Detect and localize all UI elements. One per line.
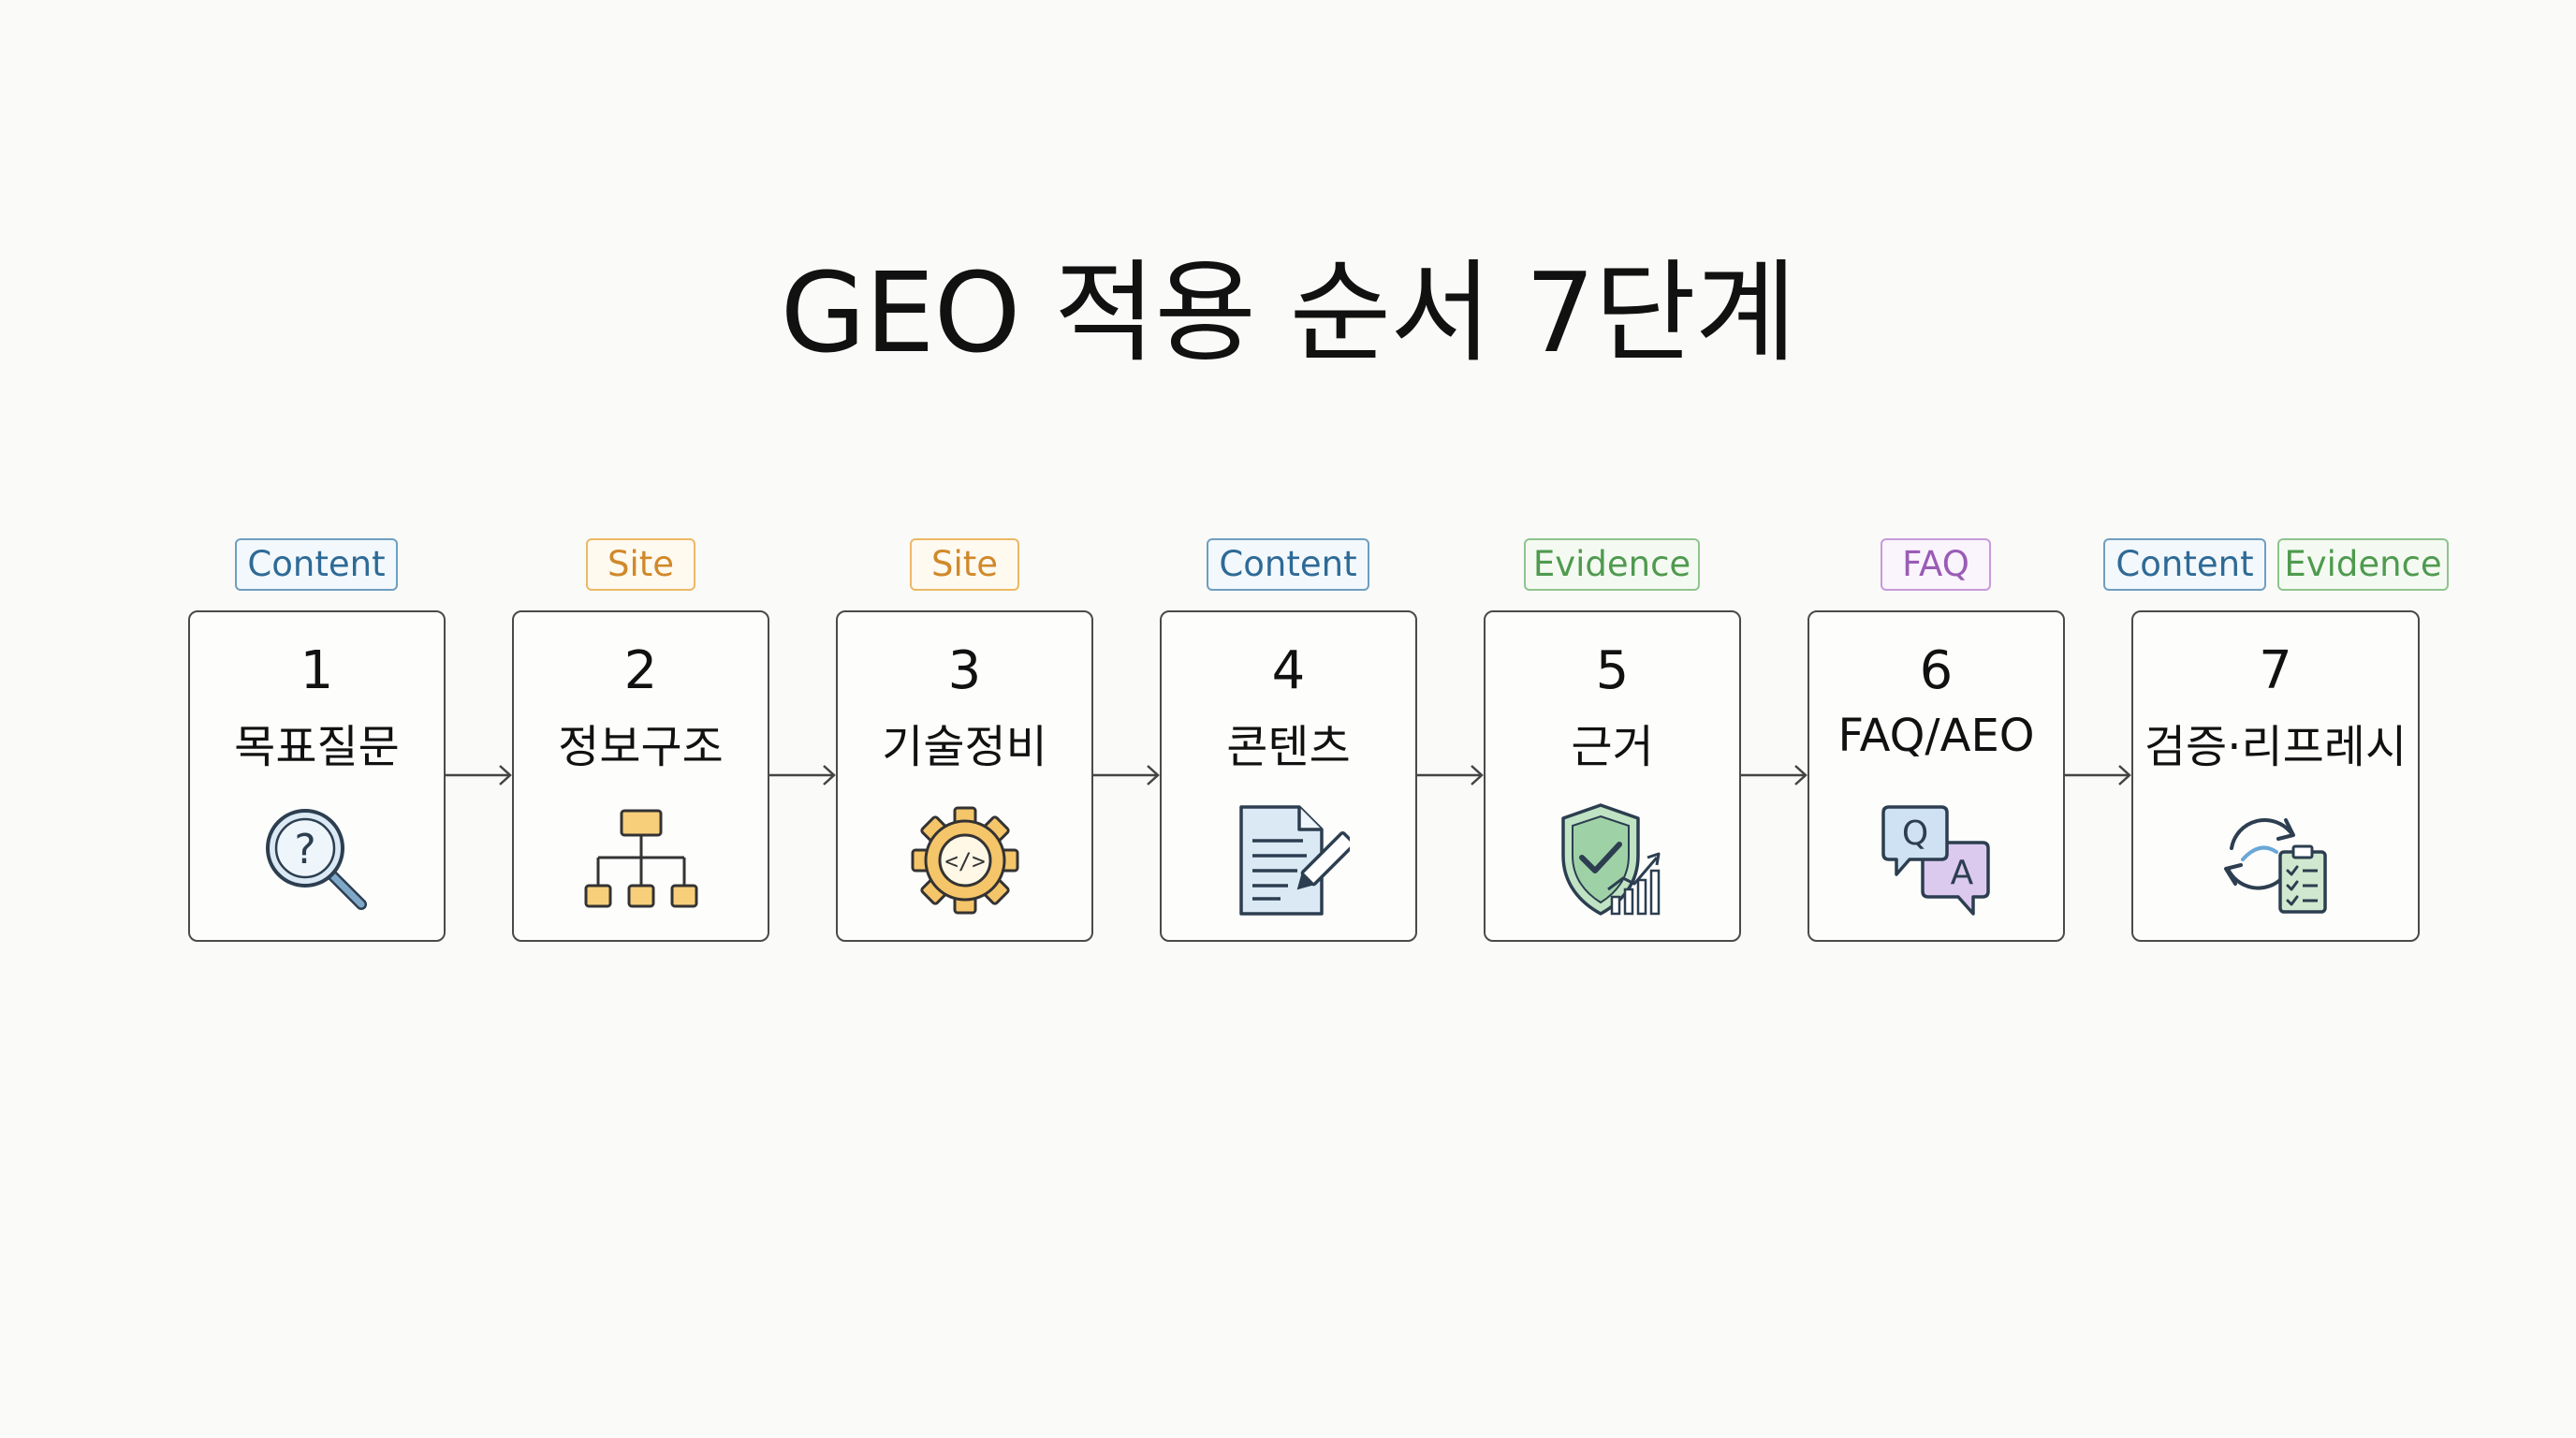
tag-site: Site — [910, 538, 1019, 591]
arrow-right-icon — [1417, 758, 1485, 792]
tag-content: Content — [1207, 538, 1369, 591]
step-card-1: 1 목표질문 ? — [188, 610, 446, 942]
code-text: </> — [944, 848, 985, 874]
a-letter-text: A — [1950, 854, 1973, 892]
arrow-right-icon — [1093, 758, 1161, 792]
step-label: 콘텐츠 — [1226, 721, 1351, 773]
arrow-right-icon — [2065, 758, 2132, 792]
step-label: 정보구조 — [558, 721, 724, 773]
shield-chart-icon — [1552, 800, 1674, 921]
step-card-7: 7 검증·리프레시 — [2131, 610, 2420, 942]
step-label: 근거 — [1571, 721, 1654, 773]
gear-code-icon: </> — [904, 800, 1026, 921]
tag-site: Site — [586, 538, 695, 591]
step-label: 기술정비 — [882, 721, 1047, 773]
tag-faq: FAQ — [1881, 538, 1991, 591]
hierarchy-icon — [580, 800, 702, 921]
step-number: 7 — [2259, 640, 2292, 701]
step-number: 4 — [1271, 640, 1306, 701]
step-number: 1 — [300, 640, 334, 701]
arrow-right-icon — [1741, 758, 1808, 792]
tag-content: Content — [2103, 538, 2266, 591]
step-card-4: 4 콘텐츠 — [1160, 610, 1417, 942]
step-number: 6 — [1919, 640, 1954, 701]
qa-bubbles-icon: Q A — [1876, 800, 1998, 921]
tag-evidence: Evidence — [1524, 538, 1700, 591]
step-number: 2 — [623, 640, 658, 701]
tag-evidence: Evidence — [2277, 538, 2449, 591]
tag-content: Content — [235, 538, 398, 591]
document-pen-icon — [1228, 800, 1350, 921]
arrow-right-icon — [769, 758, 837, 792]
step-card-2: 2 정보구조 — [512, 610, 769, 942]
refresh-checklist-icon — [2215, 800, 2336, 921]
step-label: 목표질문 — [234, 721, 400, 773]
step-label: 검증·리프레시 — [2144, 721, 2408, 773]
magnifier-question-icon: ? — [256, 800, 378, 921]
diagram-title: GEO 적용 순서 7단계 — [780, 248, 1797, 377]
step-label: FAQ/AEO — [1837, 710, 2035, 762]
arrow-right-icon — [446, 758, 513, 792]
step-number: 3 — [947, 640, 982, 701]
question-mark-text: ? — [294, 826, 315, 873]
step-card-6: 6 FAQ/AEO Q A — [1808, 610, 2065, 942]
step-number: 5 — [1595, 640, 1630, 701]
q-letter-text: Q — [1901, 814, 1927, 853]
step-card-5: 5 근거 — [1484, 610, 1741, 942]
step-card-3: 3 기술정비 </> — [836, 610, 1093, 942]
